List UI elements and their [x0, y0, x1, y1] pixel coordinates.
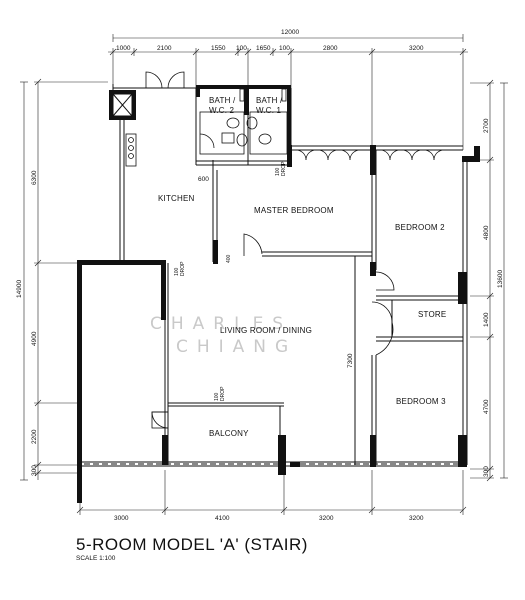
- plan-title: 5-ROOM MODEL 'A' (STAIR): [76, 535, 308, 554]
- dim-left-total: 14900: [16, 280, 23, 298]
- dim-bottom-4: 3200: [409, 515, 424, 522]
- dim-top-2: 2100: [157, 45, 172, 52]
- room-label-kitchen: KITCHEN: [158, 194, 195, 203]
- door-swings: [145, 71, 395, 429]
- room-label-living-dining: LIVING ROOM / DINING: [220, 326, 312, 335]
- dim-drop-1a: 100: [275, 167, 281, 176]
- dim-top-8: 3200: [409, 45, 424, 52]
- dim-left-2: 4900: [31, 331, 38, 346]
- dim-top-5: 1650: [256, 45, 271, 52]
- dim-store-7300: 7300: [347, 353, 354, 368]
- room-label-bath-wc2-l2: W.C. 2: [209, 106, 235, 115]
- dim-drop-2b: DROP: [180, 261, 186, 276]
- dim-top-6: 100: [279, 45, 290, 52]
- dimension-lines: [20, 34, 508, 515]
- dim-bottom-2: 4100: [215, 515, 230, 522]
- dim-top-1: 1000: [116, 45, 131, 52]
- dim-drop-2a: 100: [174, 267, 180, 276]
- dim-top-7: 2800: [323, 45, 338, 52]
- window-bay-icon: [295, 149, 445, 161]
- dim-drop-3a: 100: [214, 392, 220, 401]
- room-label-master-bedroom: MASTER BEDROOM: [254, 206, 334, 215]
- dim-left-3: 2200: [31, 429, 38, 444]
- room-label-balcony: BALCONY: [209, 429, 249, 438]
- bath-fixtures-icon: [199, 88, 288, 155]
- watermark-line-1: CHARLES: [150, 314, 292, 334]
- dim-right-1: 2700: [483, 118, 490, 133]
- dim-left-4: 300: [31, 465, 38, 476]
- watermark-line-2: CHIANG: [176, 337, 297, 357]
- dim-top-total: 12000: [281, 29, 299, 36]
- dim-right-total: 13600: [497, 270, 504, 288]
- dim-right-2: 4800: [483, 225, 490, 240]
- dim-ledge-400: 400: [226, 254, 232, 263]
- dim-drop-1b: DROP: [281, 161, 287, 176]
- room-label-bedroom-3: BEDROOM 3: [396, 397, 446, 406]
- dim-top-4: 100: [236, 45, 247, 52]
- service-shaft-icon: [112, 93, 133, 117]
- dim-right-5: 300: [483, 466, 490, 477]
- room-label-store: STORE: [418, 310, 446, 319]
- room-label-bath-wc2-l1: BATH /: [209, 96, 236, 105]
- structural-walls: [77, 85, 480, 503]
- dim-left-1: 6300: [31, 170, 38, 185]
- thin-walls: [80, 84, 468, 467]
- room-label-bath-wc1-l2: W.C. 1: [256, 106, 282, 115]
- room-label-bath-wc1-l1: BATH /: [256, 96, 283, 105]
- dim-kitchen-600: 600: [198, 176, 209, 183]
- dim-bottom-1: 3000: [114, 515, 129, 522]
- room-label-bedroom-2: BEDROOM 2: [395, 223, 445, 232]
- dim-right-3: 1400: [483, 312, 490, 327]
- scale-label: SCALE 1:100: [76, 555, 116, 562]
- dim-drop-3b: DROP: [220, 386, 226, 401]
- dim-top-3: 1550: [211, 45, 226, 52]
- kitchen-stove-icon: [125, 133, 137, 167]
- dim-bottom-3: 3200: [319, 515, 334, 522]
- dim-right-4: 4700: [483, 399, 490, 414]
